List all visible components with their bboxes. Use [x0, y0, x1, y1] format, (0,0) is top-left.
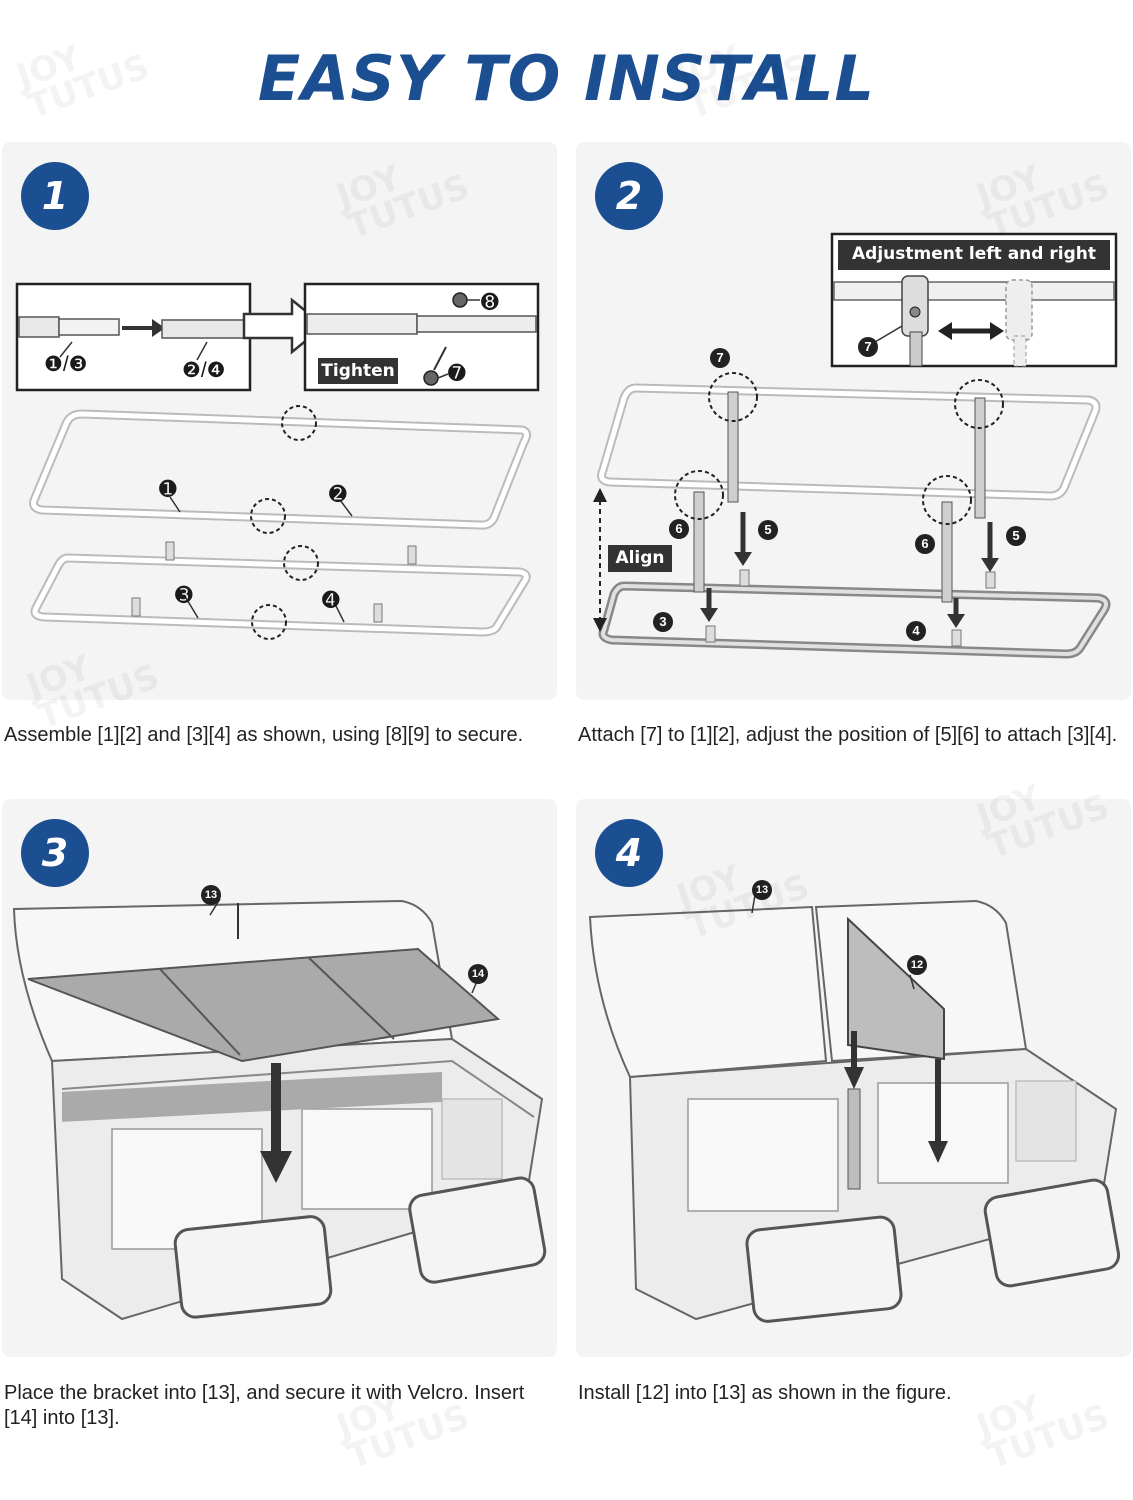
tighten-label: Tighten: [321, 361, 395, 381]
page-title: EASY TO INSTALL: [257, 42, 876, 115]
screw-icon: [423, 370, 439, 386]
right-arrow-icon: [990, 322, 1004, 340]
part-label-1-3: ❶/❸: [44, 353, 88, 376]
tighten-badge: [318, 358, 398, 384]
step-1-caption: Assemble [1][2] and [3][4] as shown, usi…: [4, 724, 524, 746]
part-13: 13: [201, 885, 221, 905]
left-lid: [588, 905, 828, 1079]
step-3-caption: Place the bracket into [13], and secure …: [4, 1382, 525, 1429]
step-2-caption: Attach [7] to [1][2], adjust the positio…: [578, 724, 1118, 746]
part-6-left: 6: [669, 519, 689, 539]
upper-frame: [597, 383, 1101, 501]
part-label-1: ➊: [159, 478, 177, 501]
part-6-right: 6: [915, 534, 935, 554]
bottom-board: [27, 947, 501, 1063]
align-up-arrow-icon: [593, 488, 607, 502]
nut-icon: [452, 292, 468, 308]
align-down-arrow-icon: [593, 618, 607, 632]
step-4-diagram: [588, 888, 1121, 1323]
step-4-panel: 4 13 12: [576, 799, 1131, 1357]
step-3-badge: 3: [21, 819, 89, 887]
part-5-right: 5: [1006, 526, 1026, 546]
divider-panel: [847, 916, 945, 1061]
step-1-panel: 1 Tighten ❶/❸ ❷/❹ ➑ ➐ ➊ ➋ ➌ ➍: [2, 142, 557, 700]
part-label-3: ➌: [175, 584, 193, 607]
down-arrow-icon: [260, 1151, 292, 1183]
left-pocket: [745, 1215, 903, 1323]
step-4-badge: 4: [595, 819, 663, 887]
step-3-panel: 3 13 14: [2, 799, 557, 1357]
step-1-diagram: [15, 282, 540, 640]
left-arrow-icon: [938, 322, 952, 340]
part-7: 7: [710, 348, 730, 368]
left-pocket: [173, 1215, 333, 1319]
part-14: 14: [468, 964, 488, 984]
align-badge: [608, 545, 672, 572]
part-label-8: ➐: [448, 362, 466, 385]
part-label-2: ➋: [329, 483, 347, 506]
step-2-badge: 2: [595, 162, 663, 230]
top-frame: [29, 409, 532, 530]
part-13: 13: [752, 880, 772, 900]
insert-arrow-icon: [152, 319, 165, 337]
step-4-caption: Install [12] into [13] as shown in the f…: [578, 1382, 952, 1404]
step-2-diagram: [593, 232, 1118, 659]
step-3-diagram: [12, 898, 547, 1321]
part-label-2-4: ❷/❹: [182, 359, 226, 382]
right-pocket: [983, 1178, 1121, 1288]
part-label-4: ➍: [322, 589, 340, 612]
part-7-inset: 7: [858, 337, 878, 357]
step-2-panel: 2 Adjustment left and right Align 7 7 6 …: [576, 142, 1131, 700]
align-label: Align: [615, 548, 665, 568]
step-1-badge: 1: [21, 162, 89, 230]
part-12: 12: [907, 955, 927, 975]
part-label-9: ➑: [481, 291, 499, 314]
adjustment-label: Adjustment left and right: [852, 244, 1096, 264]
part-5-left: 5: [758, 520, 778, 540]
part-3: 3: [653, 612, 673, 632]
part-4: 4: [906, 621, 926, 641]
right-pocket: [408, 1176, 547, 1284]
